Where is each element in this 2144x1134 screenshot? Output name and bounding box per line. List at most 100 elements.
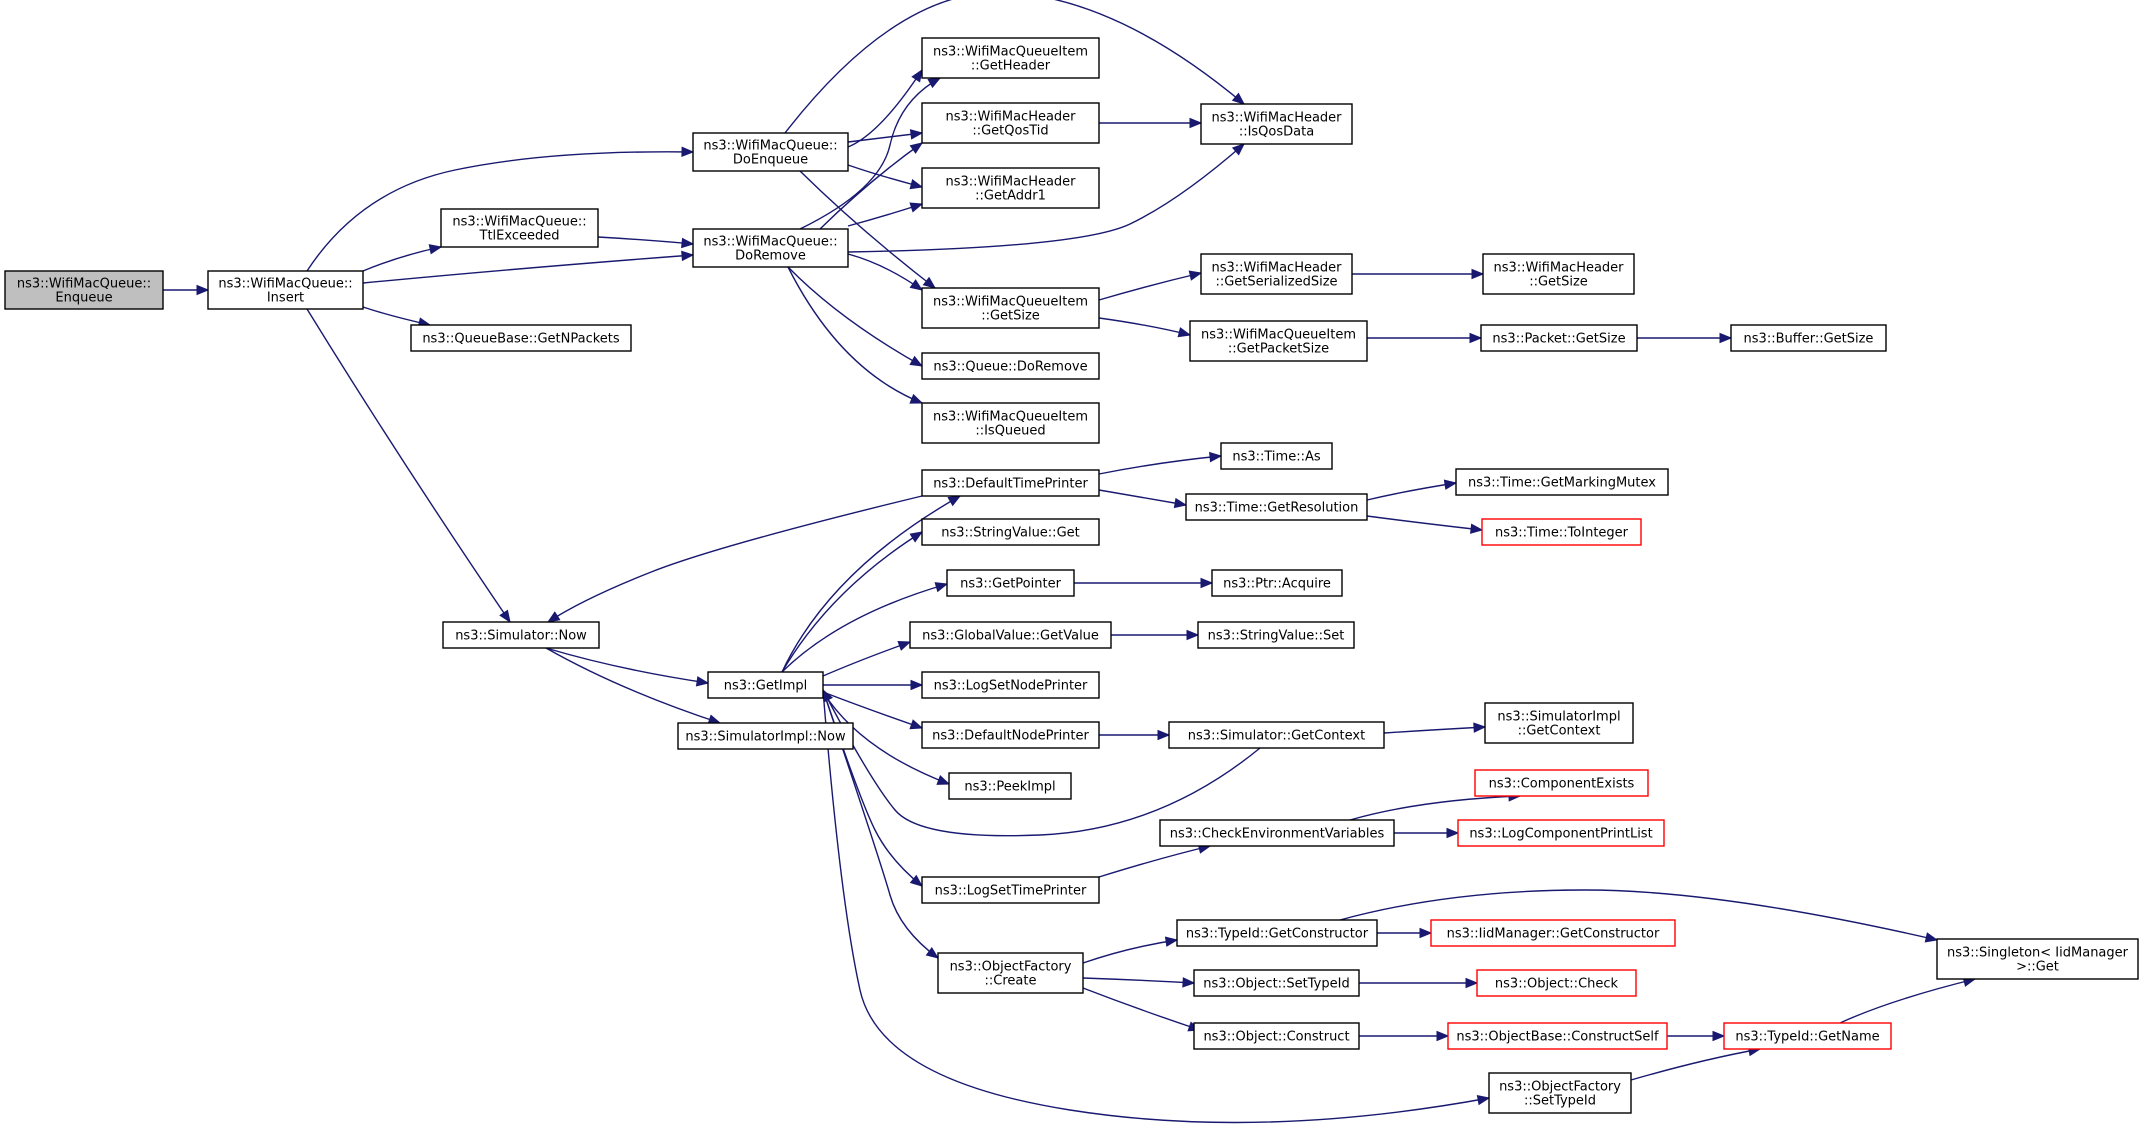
function-node-isqueued[interactable]: ns3::WifiMacQueueItem::IsQueued xyxy=(921,402,1100,444)
call-edge-getimpl-to-defaultnodeprinter xyxy=(822,691,924,730)
node-label: ns3::WifiMacHeader xyxy=(1211,261,1342,276)
function-node-queuedoremove[interactable]: ns3::Queue::DoRemove xyxy=(921,352,1100,380)
function-node-globalgetvalue[interactable]: ns3::GlobalValue::GetValue xyxy=(909,621,1112,649)
function-node-simgetcontext[interactable]: ns3::Simulator::GetContext xyxy=(1168,721,1385,749)
node-box xyxy=(207,270,364,310)
function-node-doremove[interactable]: ns3::WifiMacQueue::DoRemove xyxy=(692,228,849,268)
function-node-checkenv[interactable]: ns3::CheckEnvironmentVariables xyxy=(1159,819,1395,847)
node-label: ns3::CheckEnvironmentVariables xyxy=(1170,827,1385,842)
function-node-constructself[interactable]: ns3::ObjectBase::ConstructSelf xyxy=(1447,1022,1668,1050)
arrowhead xyxy=(936,775,951,785)
node-box xyxy=(909,621,1112,649)
arrowhead xyxy=(1173,497,1188,509)
node-label: ns3::WifiMacHeader xyxy=(1493,261,1624,276)
arrowhead xyxy=(822,688,833,703)
function-node-stringget[interactable]: ns3::StringValue::Get xyxy=(921,518,1100,546)
call-edge-getimpl-to-lognodeprinter xyxy=(822,679,924,691)
node-label: ns3::Simulator::Now xyxy=(455,629,587,644)
function-node-factorysettypeid[interactable]: ns3::ObjectFactory::SetTypeId xyxy=(1488,1072,1632,1114)
function-node-simnow[interactable]: ns3::Simulator::Now xyxy=(442,621,600,649)
arrowhead xyxy=(1470,523,1484,534)
arrowhead xyxy=(909,279,924,291)
function-node-getheader[interactable]: ns3::WifiMacQueueItem::GetHeader xyxy=(921,37,1100,79)
function-node-getresolution[interactable]: ns3::Time::GetResolution xyxy=(1185,493,1368,521)
node-box xyxy=(1185,493,1368,521)
node-box xyxy=(937,952,1084,994)
call-edge-itemgetsize-to-getserialized xyxy=(1098,270,1203,301)
function-node-factorycreate[interactable]: ns3::ObjectFactory::Create xyxy=(937,952,1084,994)
call-edge-insert-to-simnow xyxy=(306,308,511,624)
node-label: DoRemove xyxy=(735,249,806,264)
function-node-objectcheck[interactable]: ns3::Object::Check xyxy=(1476,969,1637,997)
function-node-getpacketsize[interactable]: ns3::WifiMacQueueItem::GetPacketSize xyxy=(1189,320,1368,362)
call-edge-insert-to-ttl xyxy=(362,244,443,272)
node-label: ns3::LogComponentPrintList xyxy=(1469,827,1652,842)
node-label: ns3::Queue::DoRemove xyxy=(933,360,1087,375)
arrowhead xyxy=(499,609,511,624)
function-node-itemgetsize[interactable]: ns3::WifiMacQueueItem::GetSize xyxy=(921,287,1100,329)
function-node-singletonget[interactable]: ns3::Singleton< IidManager>::Get xyxy=(1936,938,2139,980)
function-node-getimpl[interactable]: ns3::GetImpl xyxy=(707,671,824,699)
function-node-pktgetsize[interactable]: ns3::Packet::GetSize xyxy=(1480,324,1638,352)
function-node-getconstructor[interactable]: ns3::TypeId::GetConstructor xyxy=(1176,919,1378,947)
function-node-peekimpl[interactable]: ns3::PeekImpl xyxy=(948,772,1072,800)
function-node-logtimeprinter[interactable]: ns3::LogSetTimePrinter xyxy=(921,876,1100,904)
node-label: ns3::GetPointer xyxy=(960,577,1061,592)
arrowhead xyxy=(681,237,695,249)
function-node-markingmutex[interactable]: ns3::Time::GetMarkingMutex xyxy=(1455,468,1669,496)
function-node-componentexists[interactable]: ns3::ComponentExists xyxy=(1474,769,1649,797)
function-node-isqosdata[interactable]: ns3::WifiMacHeader::IsQosData xyxy=(1200,103,1353,145)
call-edge-doenqueue-to-itemgetsize xyxy=(799,170,937,289)
arrowhead xyxy=(897,640,912,651)
function-node-getnpackets[interactable]: ns3::QueueBase::GetNPackets xyxy=(410,324,632,352)
function-node-ttl[interactable]: ns3::WifiMacQueue::TtlExceeded xyxy=(440,208,599,248)
node-box xyxy=(1168,721,1385,749)
function-node-settypeid[interactable]: ns3::Object::SetTypeId xyxy=(1193,969,1360,997)
call-edge-getpacketsize-to-pktgetsize xyxy=(1366,332,1483,344)
function-node-tointeger[interactable]: ns3::Time::ToInteger xyxy=(1481,518,1642,546)
call-edge-simgetcontext-to-simimplgetcontext xyxy=(1383,722,1487,734)
function-node-simimplnow[interactable]: ns3::SimulatorImpl::Now xyxy=(677,722,854,750)
function-node-defaulttimeprinter[interactable]: ns3::DefaultTimePrinter xyxy=(921,469,1100,497)
function-node-timeas[interactable]: ns3::Time::As xyxy=(1220,442,1333,470)
call-edge-getconstructor-to-iidgetconstructor xyxy=(1377,927,1433,939)
function-node-getaddr1[interactable]: ns3::WifiMacHeader::GetAddr1 xyxy=(921,167,1100,209)
node-box xyxy=(692,228,849,268)
call-edge-getimpl-to-factorysettypeid xyxy=(822,689,1491,1124)
function-node-doenqueue[interactable]: ns3::WifiMacQueue::DoEnqueue xyxy=(692,132,849,172)
function-node-iidgetconstructor[interactable]: ns3::IidManager::GetConstructor xyxy=(1430,919,1676,947)
arrowhead xyxy=(1924,932,1939,943)
node-label: ::Create xyxy=(985,974,1037,989)
function-node-insert[interactable]: ns3::WifiMacQueue::Insert xyxy=(207,270,364,310)
function-node-bufgetsize[interactable]: ns3::Buffer::GetSize xyxy=(1730,324,1887,352)
function-node-lognodeprinter[interactable]: ns3::LogSetNodePrinter xyxy=(921,671,1100,699)
node-label: ns3::IidManager::GetConstructor xyxy=(1447,927,1660,942)
node-box xyxy=(1730,324,1887,352)
call-graph-nodes: ns3::WifiMacQueue::Enqueuens3::WifiMacQu… xyxy=(4,37,2139,1114)
node-label: ns3::Simulator::GetContext xyxy=(1188,729,1365,744)
function-node-simimplgetcontext[interactable]: ns3::SimulatorImpl::GetContext xyxy=(1484,702,1634,744)
arrowhead xyxy=(1189,117,1203,129)
arrowhead xyxy=(1473,722,1487,733)
arrowhead xyxy=(909,355,924,367)
arrowhead xyxy=(546,611,561,623)
function-node-objectconstruct[interactable]: ns3::Object::Construct xyxy=(1193,1022,1360,1050)
call-edge-simnow-to-simimplnow xyxy=(545,647,722,725)
function-node-enqueue[interactable]: ns3::WifiMacQueue::Enqueue xyxy=(4,270,164,310)
function-node-hdrgetsize[interactable]: ns3::WifiMacHeader::GetSize xyxy=(1482,253,1635,295)
function-node-getqostid[interactable]: ns3::WifiMacHeader::GetQosTid xyxy=(921,102,1100,144)
function-node-defaultnodeprinter[interactable]: ns3::DefaultNodePrinter xyxy=(921,721,1100,749)
arrowhead xyxy=(695,676,710,687)
function-node-getpointer[interactable]: ns3::GetPointer xyxy=(946,569,1075,597)
node-label: ::GetSize xyxy=(981,309,1040,324)
function-node-logcomponentprintlist[interactable]: ns3::LogComponentPrintList xyxy=(1457,819,1665,847)
function-node-typeidgetname[interactable]: ns3::TypeId::GetName xyxy=(1723,1022,1892,1050)
node-box xyxy=(921,37,1100,79)
function-node-stringset[interactable]: ns3::StringValue::Set xyxy=(1197,621,1355,649)
node-box xyxy=(921,287,1100,329)
call-edge-constructself-to-typeidgetname xyxy=(1667,1030,1726,1042)
function-node-getserialized[interactable]: ns3::WifiMacHeader::GetSerializedSize xyxy=(1200,253,1353,295)
call-edge-getimpl-to-getpointer xyxy=(781,582,949,673)
function-node-ptracquire[interactable]: ns3::Ptr::Acquire xyxy=(1211,569,1343,597)
node-box xyxy=(677,722,854,750)
